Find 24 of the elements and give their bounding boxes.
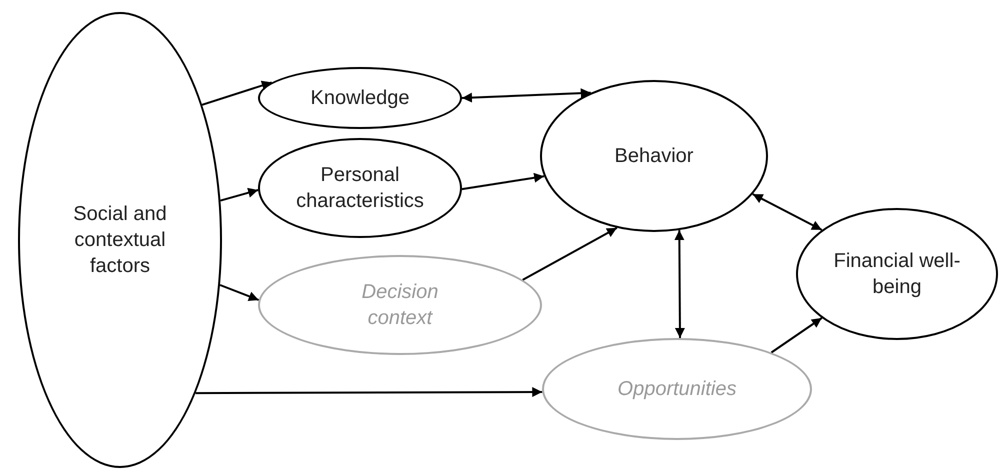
arrow [462, 172, 544, 190]
node-label: Behavior [614, 144, 694, 169]
node-label: Financial well-being [832, 249, 962, 300]
ellipse-node [542, 338, 812, 440]
node-label: Knowledge [310, 86, 410, 111]
ellipse-node [540, 80, 768, 232]
node-label: Opportunities [616, 377, 738, 402]
ellipse-node [258, 67, 462, 129]
arrow [220, 188, 258, 202]
ellipse-node [796, 208, 998, 340]
double-arrow [674, 230, 685, 338]
node-label: Personal characteristics [295, 163, 425, 214]
ellipse-node [258, 138, 462, 238]
ellipse-node [18, 12, 222, 468]
arrow [522, 227, 618, 281]
arrow [202, 80, 272, 106]
arrow [220, 284, 260, 302]
node-label: Decision context [360, 280, 440, 331]
ellipse-node [258, 255, 542, 355]
node-label: Social and contextual factors [72, 202, 168, 279]
arrow [770, 317, 822, 354]
arrow [196, 387, 542, 398]
double-arrow [462, 88, 591, 103]
double-arrow [752, 193, 822, 231]
